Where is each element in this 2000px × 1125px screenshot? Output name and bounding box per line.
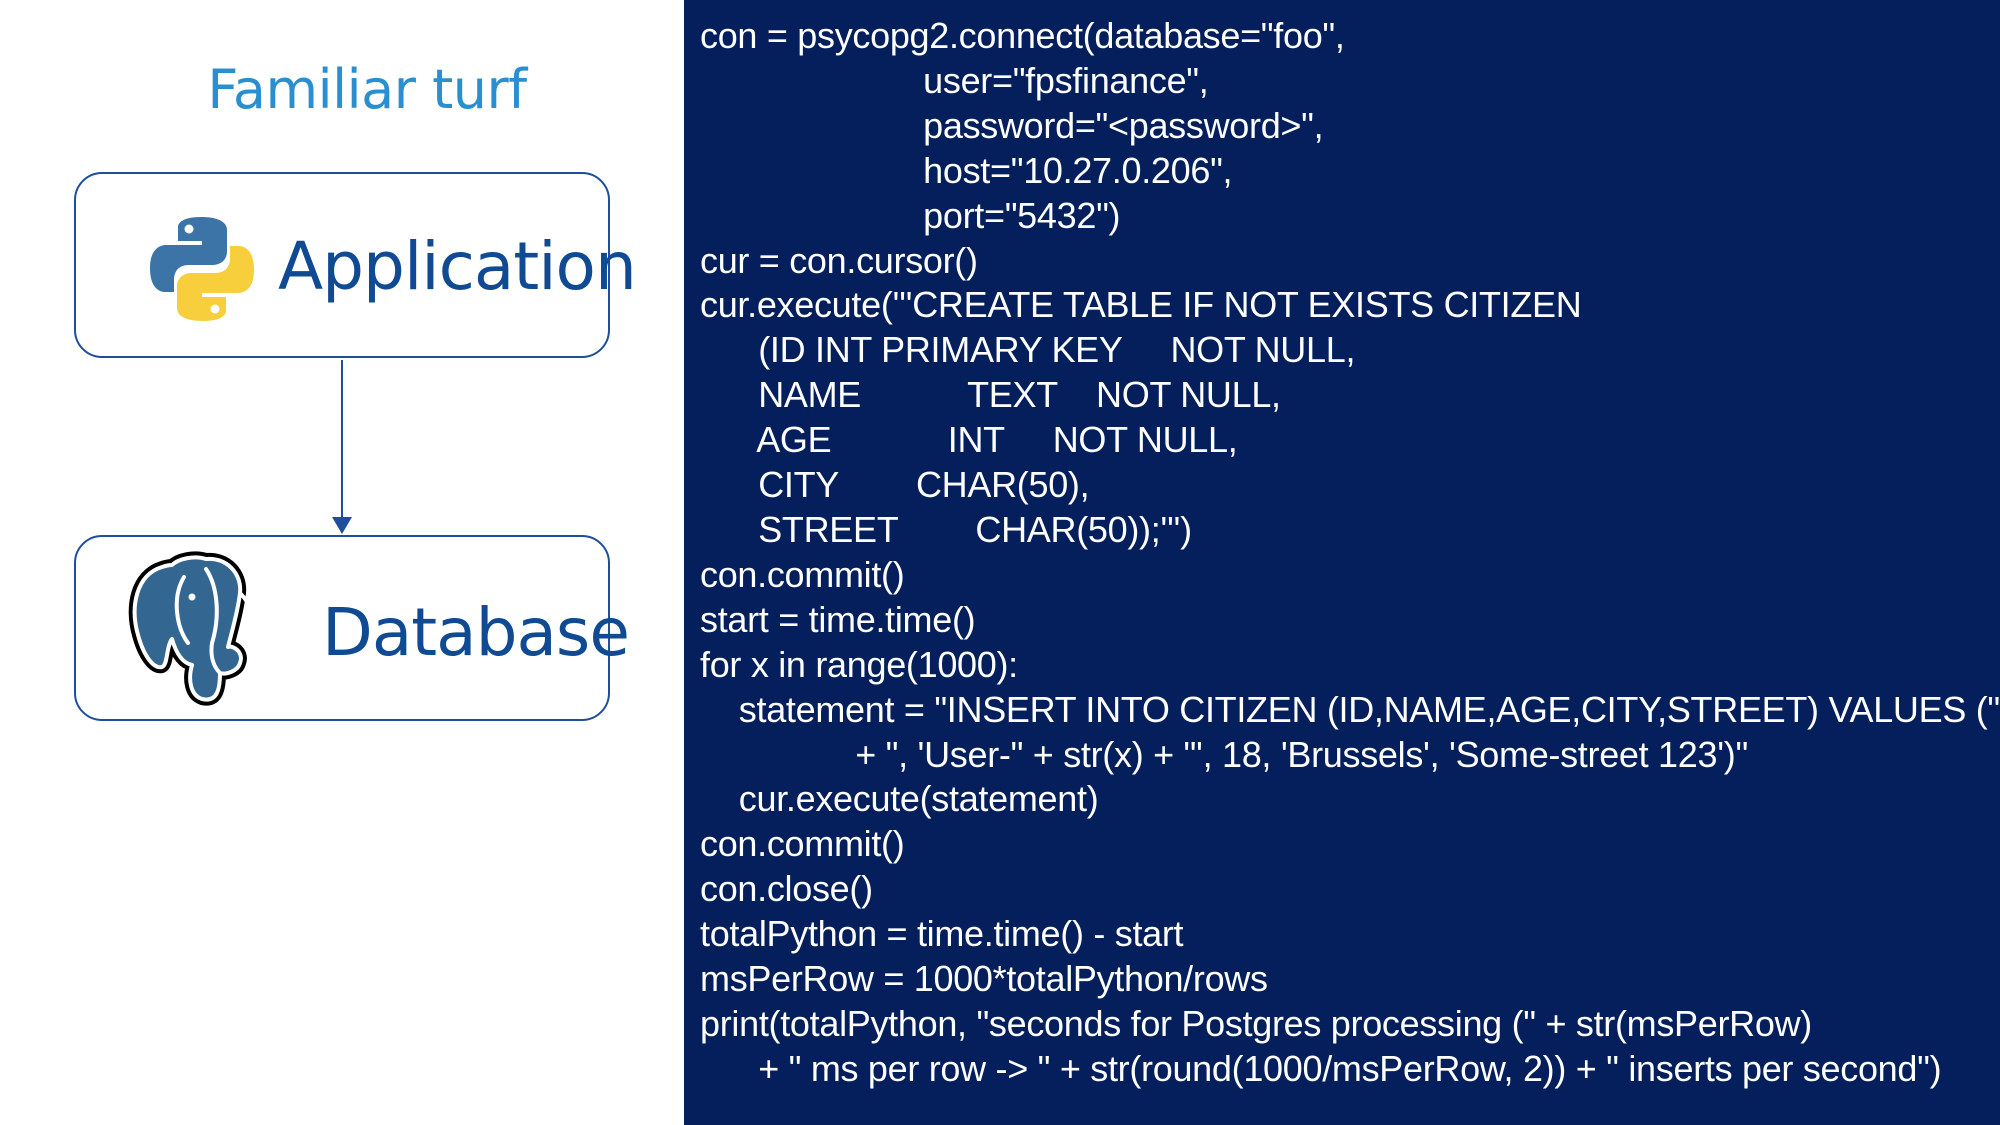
code-line: (ID INT PRIMARY KEY NOT NULL, (700, 329, 1356, 371)
code-line: user="fpsfinance", (700, 59, 1209, 101)
code-line: msPerRow = 1000*totalPython/rows (700, 958, 1268, 1000)
code-line: statement = "INSERT INTO CITIZEN (ID,NAM… (700, 688, 2000, 730)
diagram-title: Familiar turf (207, 58, 527, 121)
code-panel: con = psycopg2.connect(database="foo", u… (684, 0, 2000, 1125)
database-label: Database (322, 594, 630, 671)
code-line: cur = con.cursor() (700, 239, 978, 281)
code-line: for x in range(1000): (700, 643, 1018, 685)
code-line: cur.execute(statement) (700, 778, 1099, 820)
code-line: totalPython = time.time() - start (700, 913, 1184, 955)
code-line: host="10.27.0.206", (700, 149, 1233, 191)
code-line: + " ms per row -> " + str(round(1000/msP… (700, 1047, 1942, 1089)
code-line: password="<password>", (700, 104, 1324, 146)
application-label: Application (278, 228, 637, 305)
code-line: start = time.time() (700, 598, 976, 640)
code-line: con.commit() (700, 553, 905, 595)
code-line: NAME TEXT NOT NULL, (700, 374, 1281, 416)
code-line: CITY CHAR(50), (700, 464, 1090, 506)
code-line: con = psycopg2.connect(database="foo", (700, 15, 1345, 56)
code-line: + ", 'User-" + str(x) + "', 18, 'Brussel… (700, 733, 1748, 775)
code-line: con.close() (700, 868, 873, 910)
code-line: cur.execute('''CREATE TABLE IF NOT EXIST… (700, 284, 1582, 326)
postgresql-elephant-icon (128, 551, 265, 706)
code-line: print(totalPython, "seconds for Postgres… (700, 1002, 1812, 1044)
code-line: port="5432") (700, 194, 1121, 236)
application-box: Application (74, 172, 637, 358)
python-logo-icon (150, 217, 254, 321)
code-line: con.commit() (700, 823, 905, 865)
code-line: STREET CHAR(50));''') (700, 508, 1192, 550)
diagram-panel: Familiar turf Application Database (0, 0, 684, 1125)
database-box: Database (74, 535, 630, 721)
code-block: con = psycopg2.connect(database="foo", u… (700, 14, 2000, 1092)
code-line: AGE INT NOT NULL, (700, 419, 1238, 461)
